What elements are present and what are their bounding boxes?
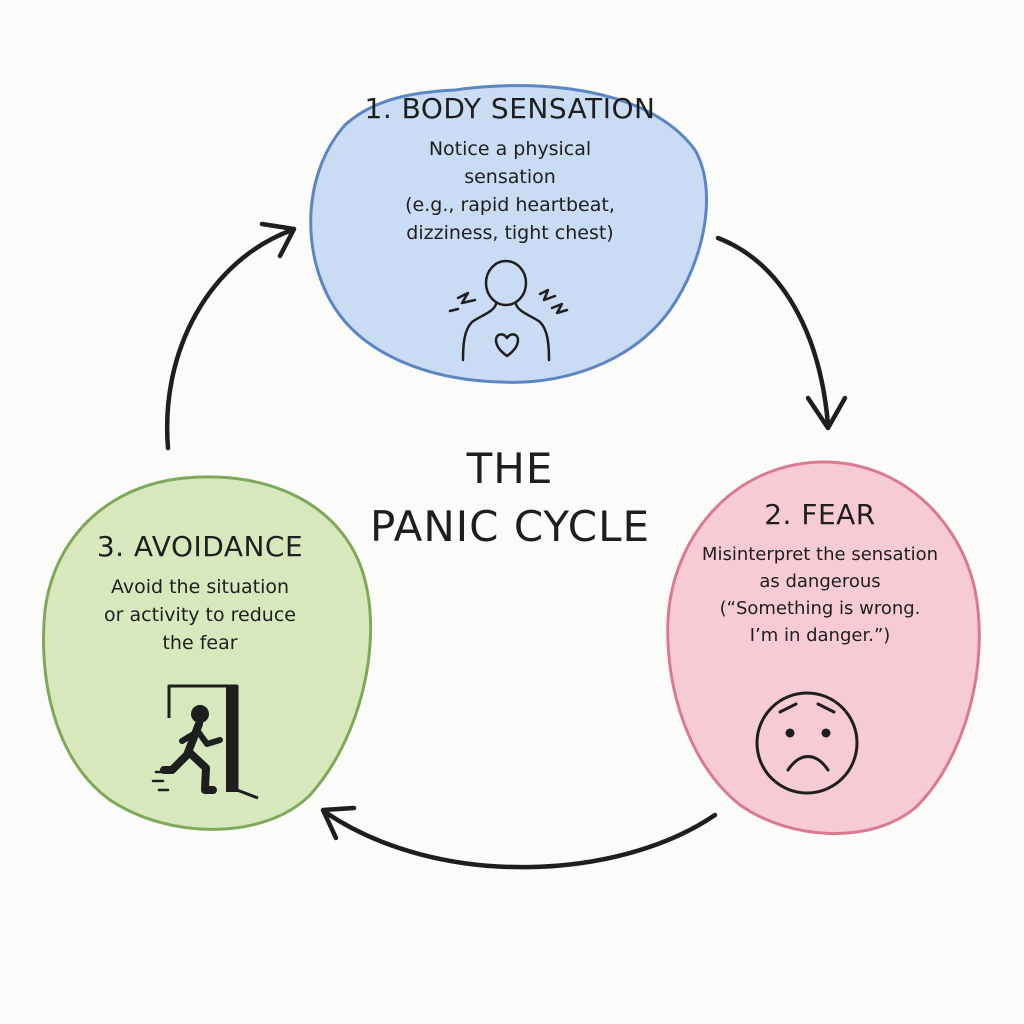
fear-bubble xyxy=(666,460,981,836)
description-line: (e.g., rapid heartbeat, xyxy=(405,194,615,216)
node-description: Avoid the situation or activity to reduc… xyxy=(55,573,345,657)
node-heading: 3. AVOIDANCE xyxy=(96,530,304,563)
diagram-title: THE PANIC CYCLE xyxy=(360,440,660,556)
description-line: I’m in danger.”) xyxy=(749,625,891,646)
exit-door-icon xyxy=(151,684,259,800)
node-heading: 2. FEAR xyxy=(764,498,876,531)
cycle-arrows xyxy=(164,221,848,870)
node-description: Misinterpret the sensation as dangerous … xyxy=(700,541,940,649)
arrow-body-to-fear xyxy=(715,235,831,428)
person-heartbeat-icon xyxy=(448,259,569,362)
body-sensation-bubble xyxy=(309,84,709,384)
description-line: dizziness, tight chest) xyxy=(406,222,614,244)
node-heading: 1. BODY SENSATION xyxy=(364,92,656,125)
arrowhead-body-to-fear xyxy=(805,395,848,431)
arrowhead-avoidance-to-body xyxy=(259,221,297,259)
description-line: Avoid the situation xyxy=(110,576,290,598)
avoidance-bubble xyxy=(42,475,373,831)
description-line: Misinterpret the sensation xyxy=(701,544,939,565)
fear-node: 2. FEAR Misinterpret the sensation as da… xyxy=(700,498,940,649)
title-line-1: THE xyxy=(466,444,554,493)
description-line: Notice a physical xyxy=(428,138,592,160)
description-line: sensation xyxy=(464,166,556,188)
worried-face-icon xyxy=(755,691,859,795)
arrowhead-fear-to-avoidance xyxy=(320,805,357,841)
description-line: the fear xyxy=(162,632,238,654)
arrow-fear-to-avoidance xyxy=(322,809,718,870)
description-line: (“Something is wrong. xyxy=(719,598,921,619)
description-line: or activity to reduce xyxy=(104,604,296,626)
description-line: as dangerous xyxy=(759,571,881,592)
node-description: Notice a physical sensation (e.g., rapid… xyxy=(345,135,675,247)
title-line-2: PANIC CYCLE xyxy=(369,502,651,551)
body-sensation-node: 1. BODY SENSATION Notice a physical sens… xyxy=(345,92,675,247)
avoidance-node: 3. AVOIDANCE Avoid the situation or acti… xyxy=(55,530,345,657)
arrow-avoidance-to-body xyxy=(164,227,295,451)
